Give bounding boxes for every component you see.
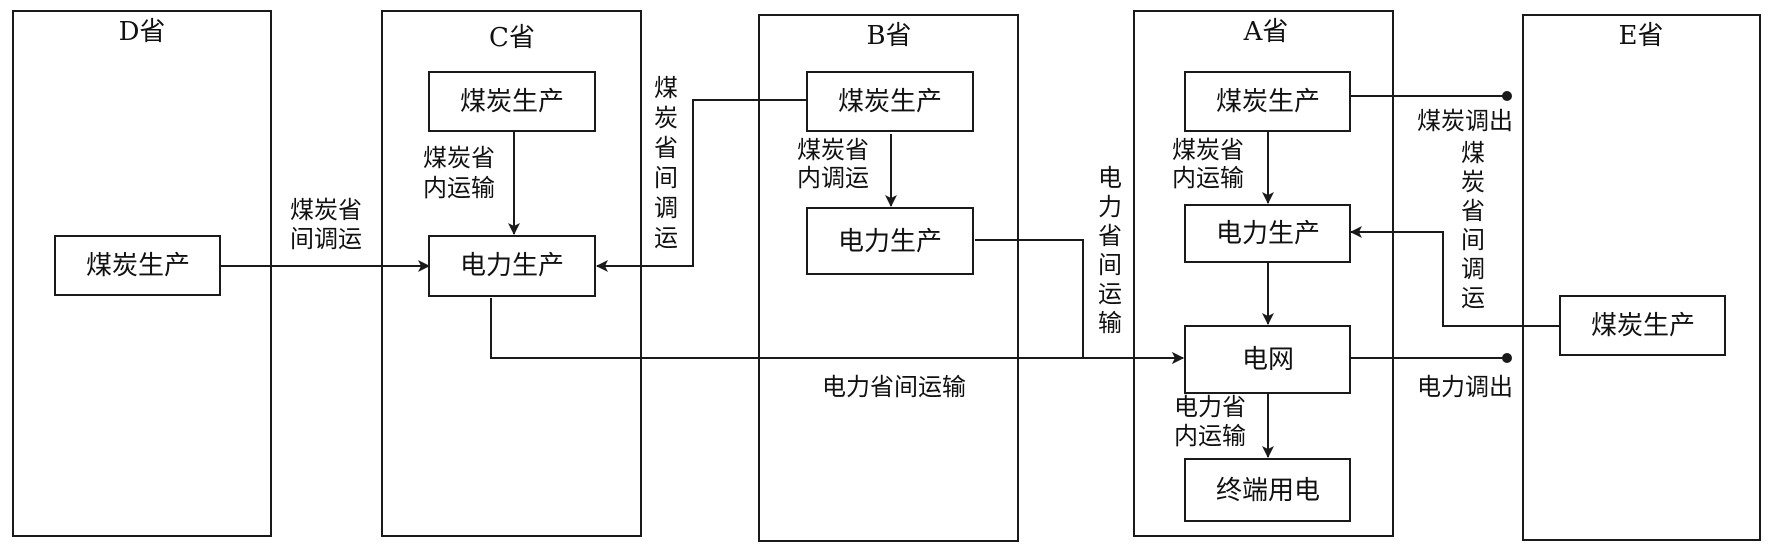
- province-d-title: D省: [119, 17, 166, 47]
- label-b-to-c-char4: 间: [654, 164, 678, 192]
- label-e-to-a-char3: 省: [1461, 197, 1485, 225]
- province-c-title: C省: [489, 23, 535, 53]
- edge-c-power-to-a-grid: [490, 298, 1184, 364]
- label-a-coal-out: 煤炭调出: [1417, 107, 1513, 135]
- label-b-to-c-char3: 省: [654, 134, 678, 162]
- label-d-to-c-line1: 煤炭省: [290, 196, 362, 224]
- edge-e-coal-to-a-power: [1350, 226, 1560, 327]
- node-a-coal: 煤炭生产: [1184, 71, 1351, 132]
- edge-a-power-out-endpoint: [1502, 353, 1512, 363]
- label-b-to-c-char6: 运: [654, 224, 678, 252]
- label-b-internal-line1: 煤炭省: [797, 136, 869, 164]
- label-e-to-a-char1: 煤: [1461, 139, 1485, 167]
- node-a-grid-label: 电网: [1242, 345, 1294, 375]
- label-a-internal-coal-line2: 内运输: [1172, 164, 1244, 192]
- label-d-to-c-line2: 间调运: [290, 225, 362, 253]
- node-d-coal: 煤炭生产: [54, 235, 221, 296]
- node-c-coal-label: 煤炭生产: [460, 87, 564, 117]
- province-a-title: A省: [1243, 17, 1289, 47]
- node-c-coal: 煤炭生产: [428, 71, 596, 132]
- label-b-to-a-char5: 运: [1098, 280, 1122, 308]
- province-a-box: [1133, 10, 1394, 537]
- label-b-to-c-char1: 煤: [654, 74, 678, 102]
- node-a-coal-label: 煤炭生产: [1216, 87, 1320, 117]
- node-b-power: 电力生产: [806, 207, 974, 275]
- node-d-coal-label: 煤炭生产: [86, 251, 190, 281]
- node-b-power-label: 电力生产: [838, 227, 942, 257]
- label-a-internal-coal-line1: 煤炭省: [1172, 136, 1244, 164]
- label-b-to-a-char3: 省: [1098, 222, 1122, 250]
- node-b-coal-label: 煤炭生产: [838, 87, 942, 117]
- label-a-internal-power-line1: 电力省: [1174, 393, 1246, 421]
- label-b-to-a-char1: 电: [1098, 164, 1122, 192]
- province-e-title: E省: [1619, 21, 1664, 51]
- label-b-to-c-char5: 调: [654, 194, 678, 222]
- label-c-to-a-power: 电力省间运输: [822, 373, 966, 401]
- label-b-to-a-char6: 输: [1098, 309, 1122, 337]
- node-a-power: 电力生产: [1184, 204, 1351, 263]
- edge-b-power-to-a-grid: [975, 239, 1184, 364]
- label-a-internal-power-line2: 内运输: [1174, 422, 1246, 450]
- label-c-internal-line1: 煤炭省: [423, 144, 495, 172]
- edge-a-coal-out-endpoint: [1502, 91, 1512, 101]
- node-a-grid: 电网: [1184, 325, 1351, 394]
- node-e-coal: 煤炭生产: [1559, 295, 1726, 356]
- label-a-power-out: 电力调出: [1417, 373, 1513, 401]
- label-e-to-a-char2: 炭: [1461, 168, 1485, 196]
- node-c-power-label: 电力生产: [460, 251, 564, 281]
- node-c-power: 电力生产: [428, 235, 596, 297]
- province-c-box: [381, 10, 642, 537]
- node-a-enduse-label: 终端用电: [1216, 476, 1320, 506]
- node-b-coal: 煤炭生产: [806, 71, 974, 132]
- label-b-to-c-char2: 炭: [654, 104, 678, 132]
- edge-b-coal-to-c-power: [596, 99, 807, 272]
- node-a-enduse: 终端用电: [1184, 458, 1351, 522]
- province-b-box: [758, 14, 1019, 542]
- province-b-title: B省: [866, 21, 911, 51]
- label-e-to-a-char4: 间: [1461, 226, 1485, 254]
- label-b-to-a-char2: 力: [1098, 193, 1122, 221]
- label-e-to-a-char5: 调: [1461, 255, 1485, 283]
- label-b-to-a-char4: 间: [1098, 251, 1122, 279]
- node-e-coal-label: 煤炭生产: [1591, 311, 1695, 341]
- label-c-internal-line2: 内运输: [423, 174, 495, 202]
- label-e-to-a-char6: 运: [1461, 284, 1485, 312]
- province-e-box: [1522, 14, 1761, 541]
- label-b-internal-line2: 内调运: [797, 164, 869, 192]
- node-a-power-label: 电力生产: [1216, 219, 1320, 249]
- province-d-box: [12, 10, 272, 537]
